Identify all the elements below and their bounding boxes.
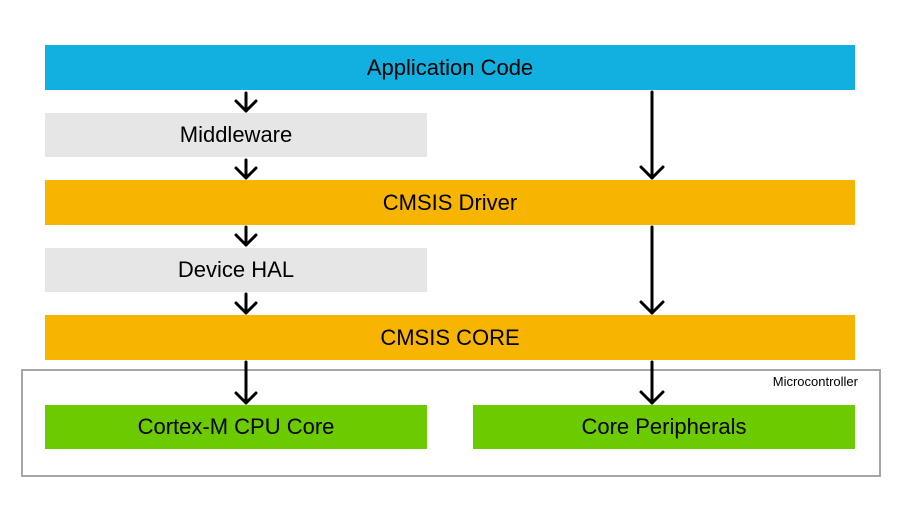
core-peripherals-block: Core Peripherals: [473, 405, 855, 449]
cortex-m-cpu-core-block: Cortex-M CPU Core: [45, 405, 427, 449]
microcontroller-frame: [21, 369, 881, 477]
arrow-application-to-middleware: [234, 91, 258, 113]
application-code-block: Application Code: [45, 45, 855, 90]
arrow-application-to-cmsis-driver: [639, 90, 665, 180]
cmsis-driver-block: CMSIS Driver: [45, 180, 855, 225]
arrow-device-hal-to-cmsis-core: [234, 292, 258, 315]
arrow-cmsis-driver-to-device-hal: [234, 225, 258, 247]
cmsis-core-block: CMSIS CORE: [45, 315, 855, 360]
device-hal-block: Device HAL: [45, 248, 427, 292]
arrow-cmsis-driver-to-cmsis-core: [639, 225, 665, 315]
arrow-middleware-to-cmsis-driver: [234, 158, 258, 180]
middleware-block: Middleware: [45, 113, 427, 157]
microcontroller-label: Microcontroller: [772, 374, 858, 389]
